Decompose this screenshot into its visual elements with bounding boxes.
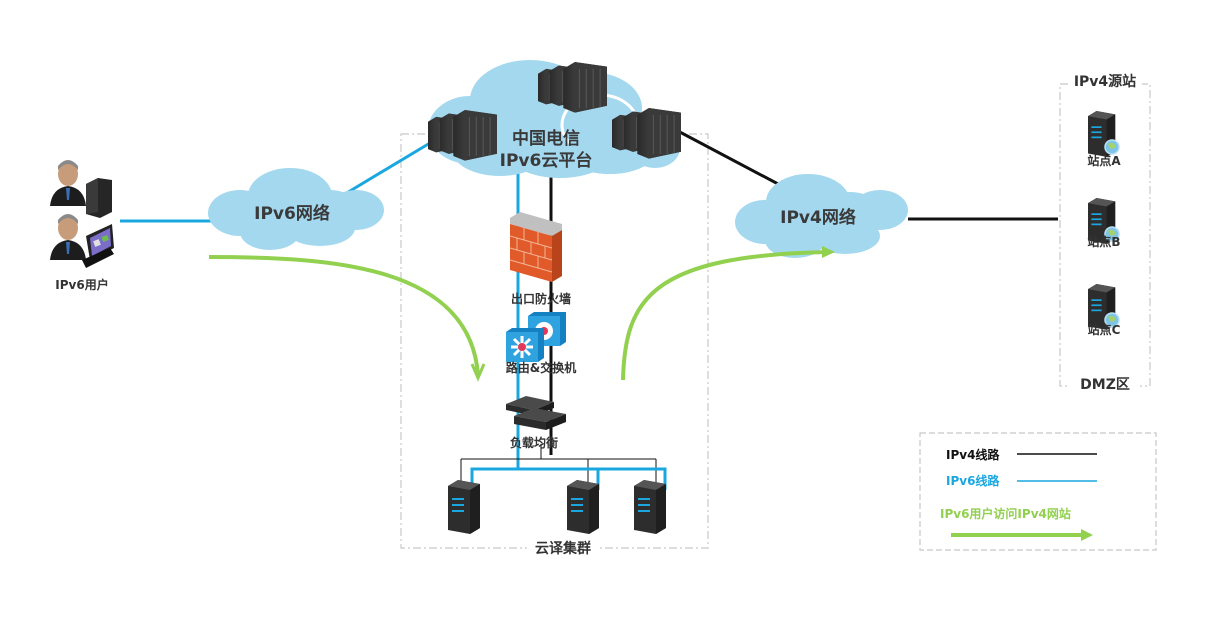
legend-flow-label: IPv6用户访问IPv4网站 — [940, 507, 1071, 521]
site-c-server-icon — [1088, 284, 1120, 330]
legend-flow-arrowhead-icon — [1081, 529, 1093, 541]
ipv6-network-cloud — [208, 168, 384, 250]
cluster-ipv4-bus — [460, 444, 657, 484]
cluster-server-1-icon — [448, 480, 480, 534]
site-b-server-icon — [1088, 198, 1120, 244]
legend-ipv6-label: IPv6线路 — [946, 474, 1000, 488]
router-switch-label: 路由&交换机 — [505, 361, 577, 375]
load-balancer-label: 负载均衡 — [509, 436, 559, 450]
firewall-icon — [509, 212, 562, 282]
laptop-user-icon — [50, 214, 114, 268]
ipv6-network-label: IPv6网络 — [254, 204, 330, 224]
ipv4-network-cloud — [735, 174, 908, 258]
cloud-platform-zone — [400, 133, 709, 549]
flow-arrow-platform-to-ipv4 — [621, 246, 835, 381]
cluster-label: 云译集群 — [535, 541, 591, 557]
dmz-footer: DMZ区 — [1080, 377, 1130, 393]
router-switch-icon — [506, 312, 566, 362]
dmz-title: IPv4源站 — [1073, 74, 1137, 90]
platform-label-line1: 中国电信 — [512, 129, 580, 149]
site-a-label: 站点A — [1087, 154, 1121, 168]
ipv4-line-platform-to-ipv4-network — [675, 128, 781, 187]
cluster-server-3-icon — [634, 480, 666, 534]
site-b-label: 站点B — [1087, 235, 1121, 249]
legend-box — [919, 432, 1157, 551]
flow-arrow-ipv6-to-platform — [208, 255, 486, 382]
firewall-label: 出口防火墙 — [510, 292, 572, 306]
rack-server-left-icon — [428, 110, 497, 161]
site-a-server-icon — [1088, 111, 1120, 157]
ipv6-users-label: IPv6用户 — [55, 278, 109, 292]
desktop-user-icon — [50, 160, 112, 218]
cluster-server-2-icon — [567, 480, 599, 534]
ipv4-network-label: IPv4网络 — [780, 208, 856, 228]
load-balancer-icon — [506, 396, 566, 430]
platform-label-line2: IPv6云平台 — [499, 151, 593, 171]
site-c-label: 站点C — [1087, 323, 1121, 337]
legend-ipv4-label: IPv4线路 — [946, 448, 1000, 462]
